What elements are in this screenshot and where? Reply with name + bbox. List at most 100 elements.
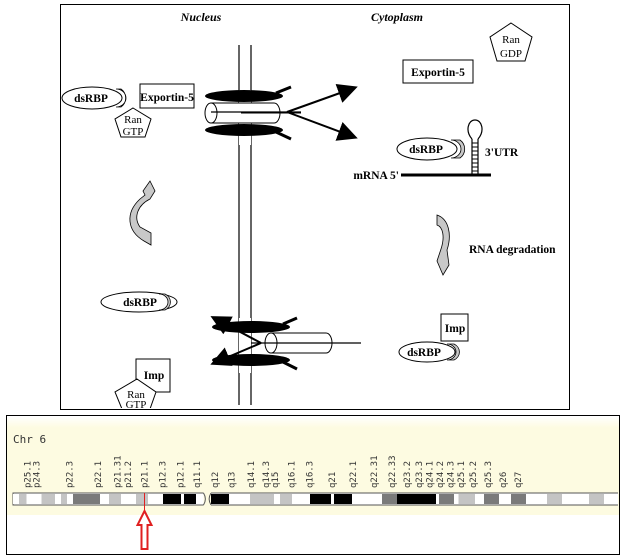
chromosome-band xyxy=(19,494,27,504)
centromere-gap xyxy=(203,492,211,506)
band-label: p12.3 xyxy=(159,461,169,488)
recycle-arrow-nucleus xyxy=(129,180,156,246)
arrow-to-free-dsrbp xyxy=(210,316,262,344)
band-label: p12.1 xyxy=(177,461,187,488)
chromosome-band xyxy=(439,494,454,504)
chromosome-bands xyxy=(12,492,618,506)
chromosome-band xyxy=(121,494,124,504)
chromosome-band xyxy=(148,494,163,504)
band-label: q24.2 xyxy=(436,461,446,488)
free-dsrbp-label: dsRBP xyxy=(123,297,157,309)
chromosome-band xyxy=(55,494,61,504)
mrna-dsrbp-complex: dsRBP 3'UTR mRNA 5' xyxy=(353,119,519,182)
nuc-ran-label: Ran xyxy=(127,389,145,401)
ran-gdp-line2: GDP xyxy=(500,48,522,60)
chromosome-band xyxy=(181,494,184,504)
nuclear-export-complex: Exportin-5 dsRBP Ran GTP xyxy=(61,83,195,138)
chromosome-band xyxy=(274,494,280,504)
dsrbp-label: dsRBP xyxy=(74,93,108,105)
mrna-dsrbp-label: dsRBP xyxy=(409,144,443,156)
band-label: q22.31 xyxy=(370,455,380,488)
chromosome-band xyxy=(292,494,310,504)
imp-label: Imp xyxy=(445,323,465,335)
band-label: p25.1 xyxy=(24,461,34,488)
up-arrow-icon xyxy=(135,508,154,550)
band-label: q16.1 xyxy=(288,461,298,488)
chromosome-band xyxy=(436,494,439,504)
nuclear-import-complex: Imp Ran GTP xyxy=(114,358,171,408)
chromosome-band xyxy=(458,494,475,504)
band-label: q16.3 xyxy=(306,461,316,488)
ran-label: Ran xyxy=(124,114,142,126)
chromosome-band xyxy=(61,494,67,504)
arrow-to-exportin xyxy=(286,83,358,113)
degradation-arrow xyxy=(436,214,450,276)
gtp-label: GTP xyxy=(123,126,144,138)
chromosome-band xyxy=(397,494,436,504)
chromosome-band xyxy=(382,494,397,504)
band-label: q24.3 xyxy=(447,461,457,488)
ran-gdp-line1: Ran xyxy=(502,34,520,46)
band-label: q27 xyxy=(514,472,524,488)
band-label: q23.3 xyxy=(415,461,425,488)
exportin-label: Exportin-5 xyxy=(140,92,194,104)
chromosome-band xyxy=(13,494,19,504)
cytoplasm-exportin-label: Exportin-5 xyxy=(411,67,465,79)
chromosome-band xyxy=(211,494,229,504)
nucleocytoplasmic-transport-diagram: Nucleus Cytoplasm xyxy=(60,4,570,410)
band-label: q13 xyxy=(228,472,238,488)
band-label: p21.2 xyxy=(124,461,134,488)
cytoplasm-label: Cytoplasm xyxy=(371,10,423,24)
chromosome-band xyxy=(484,494,499,504)
chromosome-band xyxy=(562,494,589,504)
chromosome-band xyxy=(109,494,121,504)
band-label: q21 xyxy=(328,472,338,488)
band-label: q22.33 xyxy=(388,455,398,488)
band-label: q15 xyxy=(271,472,281,488)
band-label: q25.1 xyxy=(457,461,467,488)
chromosome-band xyxy=(310,494,331,504)
chromosome-band xyxy=(100,494,109,504)
chromosome-band xyxy=(352,494,382,504)
band-label: p21.1 xyxy=(141,461,151,488)
arrow-to-mrna xyxy=(286,111,358,141)
band-label: q23.2 xyxy=(403,461,413,488)
centromere xyxy=(203,492,212,506)
chromosome-band xyxy=(526,494,547,504)
chromosome-band xyxy=(547,494,562,504)
nucleus-label: Nucleus xyxy=(180,10,222,24)
band-label: q22.1 xyxy=(349,461,359,488)
chromosome-band xyxy=(124,494,136,504)
chromosome-band xyxy=(41,494,55,504)
chromosome-band xyxy=(331,494,334,504)
band-label: q25.3 xyxy=(484,461,494,488)
band-label: p22.1 xyxy=(94,461,104,488)
free-dsrbp: dsRBP xyxy=(100,291,178,313)
band-label: q11.1 xyxy=(193,461,203,488)
chromosome-band xyxy=(589,494,604,504)
band-label: q25.2 xyxy=(469,461,479,488)
utr-label: 3'UTR xyxy=(485,147,519,159)
chromosome-band xyxy=(196,494,204,504)
band-label: q24.1 xyxy=(426,461,436,488)
cytoplasm-exportin: Exportin-5 xyxy=(402,59,474,84)
band-label: q12 xyxy=(211,472,221,488)
rna-degradation-label: RNA degradation xyxy=(469,244,556,256)
band-label: p21.31 xyxy=(114,455,124,488)
chromosome-band xyxy=(511,494,526,504)
band-label: q14.1 xyxy=(247,461,257,488)
chromosome-band xyxy=(280,494,292,504)
mrna-label: mRNA 5' xyxy=(353,170,399,182)
chromosome-band xyxy=(454,494,459,504)
nuc-gtp-label: GTP xyxy=(126,399,147,408)
locus-marker xyxy=(135,493,154,550)
chromosome-band xyxy=(26,494,42,504)
chromosome-band xyxy=(475,494,484,504)
arrow-to-imp-ran xyxy=(210,342,262,366)
chromosome-band xyxy=(184,494,196,504)
ran-gdp: Ran GDP xyxy=(489,22,533,62)
nuc-imp-label: Imp xyxy=(144,370,164,382)
chromosome-band xyxy=(136,494,148,504)
